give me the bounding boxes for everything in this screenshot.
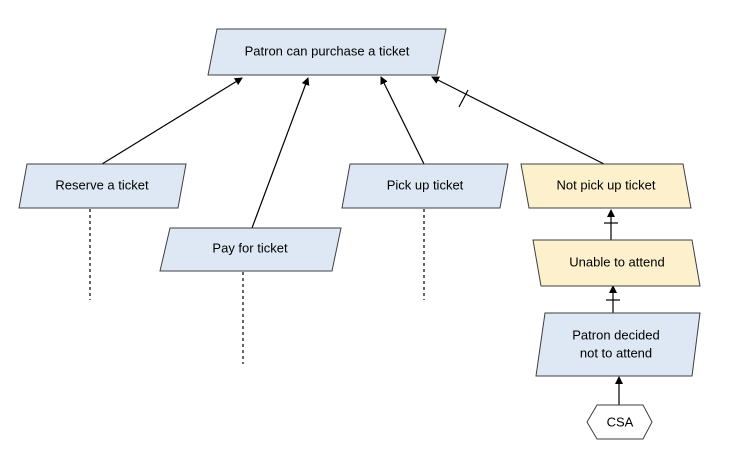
goal-reserve-ticket-label: Reserve a ticket <box>55 177 149 192</box>
goal-reserve-ticket: Reserve a ticket <box>18 163 187 209</box>
agent-csa-label: CSA <box>607 414 634 429</box>
goal-pick-up-ticket: Pick up ticket <box>341 163 509 209</box>
obstacle-unable-to-attend-label: Unable to attend <box>569 254 664 269</box>
connectors <box>89 76 623 405</box>
goal-pay-for-ticket: Pay for ticket <box>159 227 342 272</box>
domain-patron-decided-line1: Patron decided <box>572 327 659 342</box>
obstruction-tick <box>458 89 469 108</box>
obstacle-not-pick-up-ticket-label: Not pick up ticket <box>557 177 656 192</box>
edge-pickup-to-root <box>380 76 425 165</box>
agent-csa: CSA <box>586 404 653 440</box>
domain-patron-decided: Patron decided not to attend <box>535 312 701 377</box>
domain-patron-decided-line2: not to attend <box>580 345 652 360</box>
goal-root: Patron can purchase a ticket <box>207 28 447 76</box>
goal-pick-up-ticket-label: Pick up ticket <box>387 177 464 192</box>
edge-notpickup-to-root <box>431 76 605 165</box>
goal-root-label: Patron can purchase a ticket <box>245 43 410 58</box>
goal-pay-for-ticket-label: Pay for ticket <box>212 240 288 255</box>
edge-pay-to-root <box>251 77 310 229</box>
obstacle-not-pick-up-ticket: Not pick up ticket <box>520 163 692 209</box>
obstacle-unable-to-attend: Unable to attend <box>532 239 701 287</box>
edge-reserve-to-root <box>101 77 243 165</box>
